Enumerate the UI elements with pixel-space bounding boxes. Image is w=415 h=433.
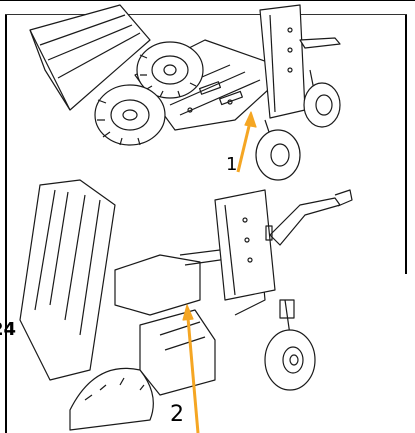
wheel-front-top [136,41,204,99]
figure-bottom [19,179,353,433]
callout-arrow-1-head [244,111,257,128]
caster-wheel-right-top [303,69,341,128]
wheel-bottom [69,367,154,431]
callout-label-2: 2 [170,402,184,427]
side-page-number: 24 [0,319,17,340]
caster-wheel-left-top [255,119,301,181]
caster-wheel-bottom [264,299,316,391]
frame-left-border [5,14,7,433]
motor-housing-bottom [114,254,216,396]
figure-top [29,4,341,181]
bucket-top [29,4,151,111]
handle-column-bottom [214,189,353,301]
frame-divider [5,14,407,15]
frame-right-border [405,14,407,274]
frame-top-border [0,0,415,1]
callout-label-1: 1 [226,154,238,175]
handle-column-top [259,4,341,119]
callout-arrow-2 [186,317,200,433]
callout-arrow-2-head [182,304,194,321]
wheel-rear-top [94,84,166,146]
bucket-bottom [19,179,116,381]
callout-arrow-1 [236,121,252,173]
